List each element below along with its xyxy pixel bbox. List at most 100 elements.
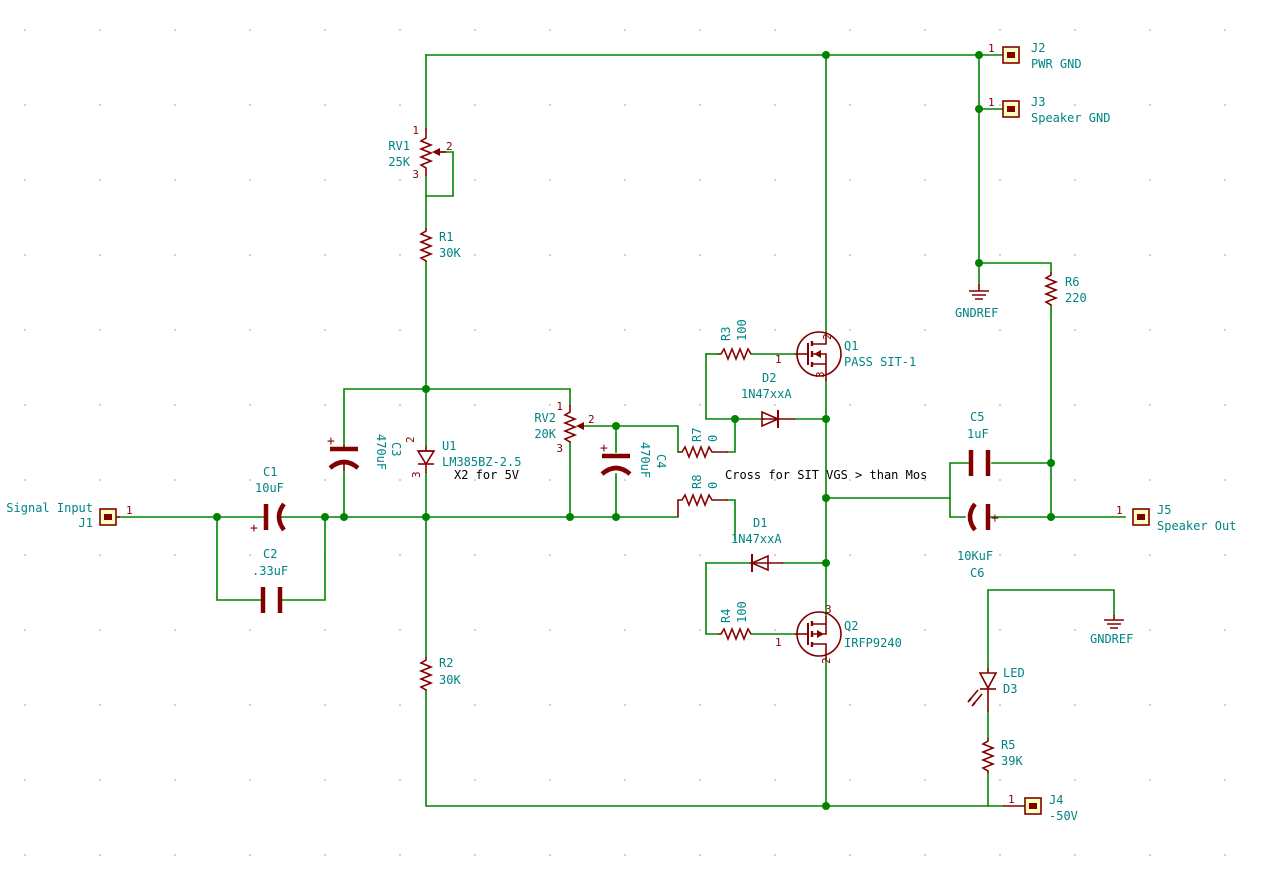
- grid-dot: [849, 29, 851, 31]
- pin-label: 1: [775, 353, 782, 366]
- label-c6-ref: C6: [970, 566, 984, 580]
- grid-dot: [324, 254, 326, 256]
- grid-dot: [174, 179, 176, 181]
- grid-dot: [624, 329, 626, 331]
- grid-dot: [324, 404, 326, 406]
- label-r4-value: 100: [735, 601, 749, 623]
- led-d3[interactable]: LED D3: [967, 666, 1025, 712]
- capacitor-c1[interactable]: + C1 10uF: [250, 465, 286, 536]
- potentiometer-rv1[interactable]: 1 2 3 RV1 25K: [388, 124, 452, 181]
- label-r2-value: 30K: [439, 673, 461, 687]
- connector-j3[interactable]: 1 J3 Speaker GND: [988, 95, 1110, 125]
- grid-dot: [99, 179, 101, 181]
- label-q1-value: PASS SIT-1: [844, 355, 916, 369]
- connector-j2[interactable]: 1 J2 PWR GND: [988, 41, 1082, 71]
- label-rv2-value: 20K: [534, 427, 556, 441]
- grid-dot: [1224, 179, 1226, 181]
- connector-j4[interactable]: 1 J4 -50V: [1003, 793, 1078, 823]
- label-j1-value: Signal Input: [6, 501, 93, 515]
- grid-dot: [924, 854, 926, 856]
- grid-dot: [99, 779, 101, 781]
- grid-dot: [1224, 779, 1226, 781]
- grid-dot: [624, 554, 626, 556]
- grid-dot: [474, 29, 476, 31]
- capacitor-c6[interactable]: + 10KuF C6: [957, 502, 999, 580]
- grid-dot: [324, 854, 326, 856]
- grid-dot: [249, 629, 251, 631]
- resistor-r7[interactable]: R7 0: [678, 428, 728, 460]
- resistor-r8[interactable]: R8 0: [677, 475, 728, 517]
- grid-dot: [1149, 479, 1151, 481]
- grid-dot: [399, 779, 401, 781]
- diode-d1[interactable]: D1 1N47xxA: [731, 516, 783, 572]
- capacitor-c3[interactable]: + 470uF C3: [327, 434, 403, 471]
- voltage-reference-u1[interactable]: 2 3 U1 LM385BZ-2.5 X2 for 5V: [404, 436, 521, 482]
- grid-dot: [399, 554, 401, 556]
- grid-dot: [99, 704, 101, 706]
- label-gnd1: GNDREF: [955, 306, 998, 320]
- resistor-r1[interactable]: R1 30K: [418, 228, 461, 262]
- grid-dot: [549, 854, 551, 856]
- grid-dot: [699, 104, 701, 106]
- label-j5-ref: J5: [1157, 503, 1171, 517]
- diode-d2[interactable]: D2 1N47xxA: [741, 371, 795, 428]
- transistor-q2[interactable]: 3 2 Q2 IRFP9240: [795, 603, 902, 664]
- grid-dot: [474, 479, 476, 481]
- grid-dot: [474, 329, 476, 331]
- capacitor-c4[interactable]: + 470uF C4: [600, 441, 668, 478]
- connector-j5[interactable]: 1 J5 Speaker Out: [1116, 503, 1236, 533]
- grid-dot: [924, 29, 926, 31]
- label-r3-ref: R3: [719, 327, 733, 341]
- grid-dot: [549, 104, 551, 106]
- label-j5-value: Speaker Out: [1157, 519, 1236, 533]
- grid-dot: [624, 704, 626, 706]
- grid-dot: [924, 254, 926, 256]
- grid-dot: [774, 779, 776, 781]
- grid-dot: [324, 779, 326, 781]
- grid-dot: [249, 854, 251, 856]
- resistor-r3[interactable]: R3 100 1: [718, 319, 782, 366]
- grid-dot: [249, 254, 251, 256]
- resistor-r2[interactable]: R2 30K: [418, 656, 461, 691]
- grid-dot: [24, 554, 26, 556]
- capacitor-c2[interactable]: C2 .33uF: [252, 547, 288, 613]
- label-d2-value: 1N47xxA: [741, 387, 792, 401]
- label-r7-ref: R7: [690, 428, 704, 442]
- potentiometer-rv2[interactable]: 1 2 3 RV2 20K: [534, 400, 594, 455]
- transistor-q1[interactable]: 2 3 Q1 PASS SIT-1: [795, 331, 916, 381]
- grid-dot: [24, 479, 26, 481]
- label-d2-ref: D2: [762, 371, 776, 385]
- grid-dot: [999, 179, 1001, 181]
- grid-dot: [24, 779, 26, 781]
- label-r6-value: 220: [1065, 291, 1087, 305]
- grid-dot: [774, 629, 776, 631]
- grid-dot: [849, 179, 851, 181]
- grid-dot: [1149, 704, 1151, 706]
- grid-dot: [474, 854, 476, 856]
- label-rv1-value: 25K: [388, 155, 410, 169]
- label-c2-value: .33uF: [252, 564, 288, 578]
- resistor-r6[interactable]: R6 220: [1043, 272, 1087, 306]
- grid-dot: [699, 779, 701, 781]
- label-r5-ref: R5: [1001, 738, 1015, 752]
- grid-dot: [924, 704, 926, 706]
- grid-dot: [474, 179, 476, 181]
- grid-dot: [624, 779, 626, 781]
- grid-dot: [924, 104, 926, 106]
- grid-dot: [249, 479, 251, 481]
- grid-dot: [24, 704, 26, 706]
- grid-dot: [549, 404, 551, 406]
- grid-dot: [774, 854, 776, 856]
- capacitor-c5[interactable]: C5 1uF: [967, 410, 991, 476]
- label-j4-value: -50V: [1049, 809, 1078, 823]
- label-j4-ref: J4: [1049, 793, 1063, 807]
- resistor-r4[interactable]: R4 100 1: [718, 601, 782, 649]
- grid-dot: [849, 779, 851, 781]
- grid-dot: [549, 29, 551, 31]
- grid-dot: [924, 479, 926, 481]
- grid-dot: [24, 29, 26, 31]
- resistor-r5[interactable]: R5 39K: [980, 738, 1023, 773]
- connector-j1[interactable]: 1 Signal Input J1: [6, 501, 132, 530]
- grid-dot: [924, 179, 926, 181]
- grid-dot: [1074, 104, 1076, 106]
